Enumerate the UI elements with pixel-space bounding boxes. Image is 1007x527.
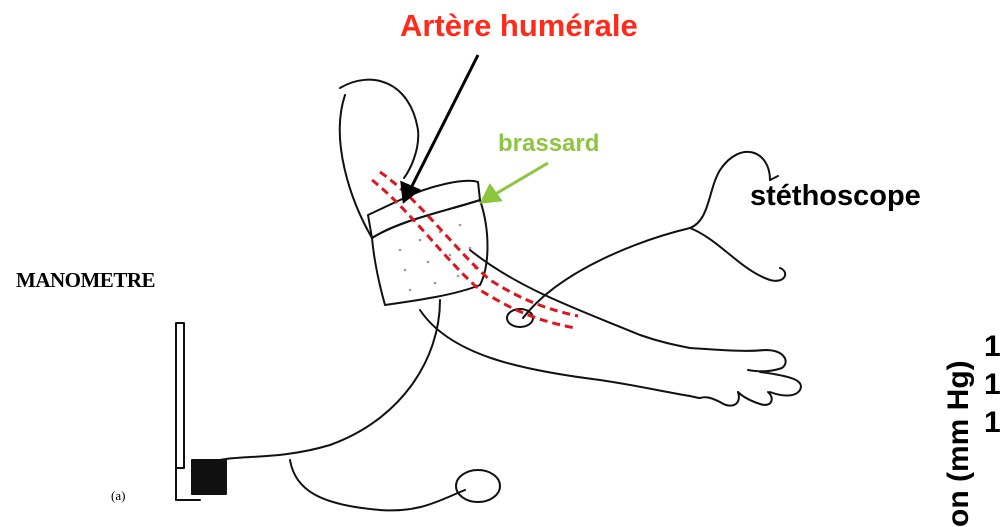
artery-pointer-arrow [402,55,478,201]
bulb-hose [290,460,465,510]
axis-tick: 1 [984,406,1001,440]
manometer-column [176,323,184,468]
manometer-hose [220,300,440,460]
stethoscope-label: stéthoscope [750,180,921,213]
cuff-label: brassard [498,130,599,158]
upper-arm-left-outline [340,95,372,238]
hand-outline [690,348,801,406]
stethoscope-tube [523,152,770,318]
cuff-pointer-arrow [482,163,548,202]
pressure-axis-label: on (mm Hg) [942,360,976,527]
inflation-bulb [456,470,500,502]
axis-tick: 1 [984,330,1001,364]
shoulder-outline [340,80,418,178]
figure-tag: (a) [111,488,125,504]
axis-tick: 1 [984,368,1001,402]
artery-label: Artère humérale [400,8,638,44]
manometer-label: MANOMETRE [16,268,155,293]
manometer-reservoir [192,460,226,494]
forearm-top-outline [470,250,690,348]
stethoscope-branch [690,228,785,281]
